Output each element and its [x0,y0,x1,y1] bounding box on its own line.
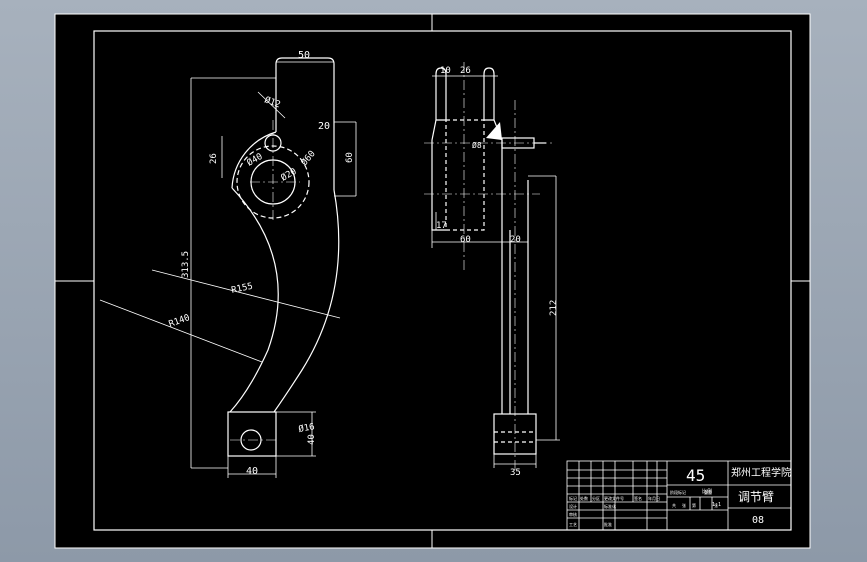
dim-top-width: 50 [298,50,310,61]
side-dimension-lines [431,75,560,468]
tb-cell-label: 第 [692,502,696,508]
tb-cell-label: 签名 [634,495,642,501]
tb-cell-label: 批准 [604,521,612,527]
tb-part-name: 调节臂 [738,490,774,504]
centering-marks [55,14,810,548]
dim-hole-small: Ø12 [263,94,282,110]
side-dim-20: 20 [510,235,521,245]
tb-cell-label: 审核 [569,511,577,517]
tb-cell-label: 标记 [569,495,577,501]
tb-cell-label: 工艺 [569,522,577,527]
side-dim-17: 17 [436,221,447,231]
side-center-lines [424,62,552,470]
dim-40-bottom: 40 [246,466,258,477]
dim-40-side: 40 [307,434,317,445]
title-block [566,460,792,531]
dim-60-right: 60 [345,152,355,163]
tb-drawing-no: 08 [752,515,764,526]
arm-dimension-lines [99,61,357,478]
side-dim-212: 212 [549,300,559,316]
tb-cell-label: 设计 [569,503,577,509]
tb-scale-value: 1:1 [712,502,721,508]
tb-material: 45 [686,466,705,485]
dim-radius-outer: R155 [231,282,254,296]
tb-school: 郑州工程学院 [731,466,791,479]
side-dim-26: 26 [460,66,471,76]
tb-small-labels: 标记处数分区更改文件号签名年月日设计标准化阶段标记重量审核工艺批准共张第张 [569,489,718,527]
tb-cell-label: 更改文件号 [604,495,624,501]
arm-center-lines [230,120,300,441]
side-dim-10: 10 [440,66,451,76]
dim-hole-bottom: Ø16 [298,421,316,435]
side-dim-35: 35 [510,468,521,478]
tb-cell-label: 张 [682,502,686,508]
drawing-sheet [54,13,811,549]
tb-cell-label: 重量 [704,489,712,495]
side-hatch [486,122,502,140]
dim-20-top: 20 [318,121,330,132]
dim-26: 26 [209,153,219,164]
side-dim-60: 60 [460,235,471,245]
tb-scale-label: 比例 [702,488,712,495]
tb-cell-label: 共 [672,502,676,508]
tb-cell-label: 分区 [592,495,600,501]
tb-cell-label: 张 [714,502,718,508]
tb-cell-label: 处数 [580,495,588,501]
dim-height-total: 313.5 [181,251,191,278]
tb-cell-label: 年月日 [648,495,660,501]
side-dim-phi: Ø8 [472,140,482,150]
tb-cell-label: 标准化 [604,503,616,509]
tb-cell-label: 阶段标记 [670,489,686,495]
